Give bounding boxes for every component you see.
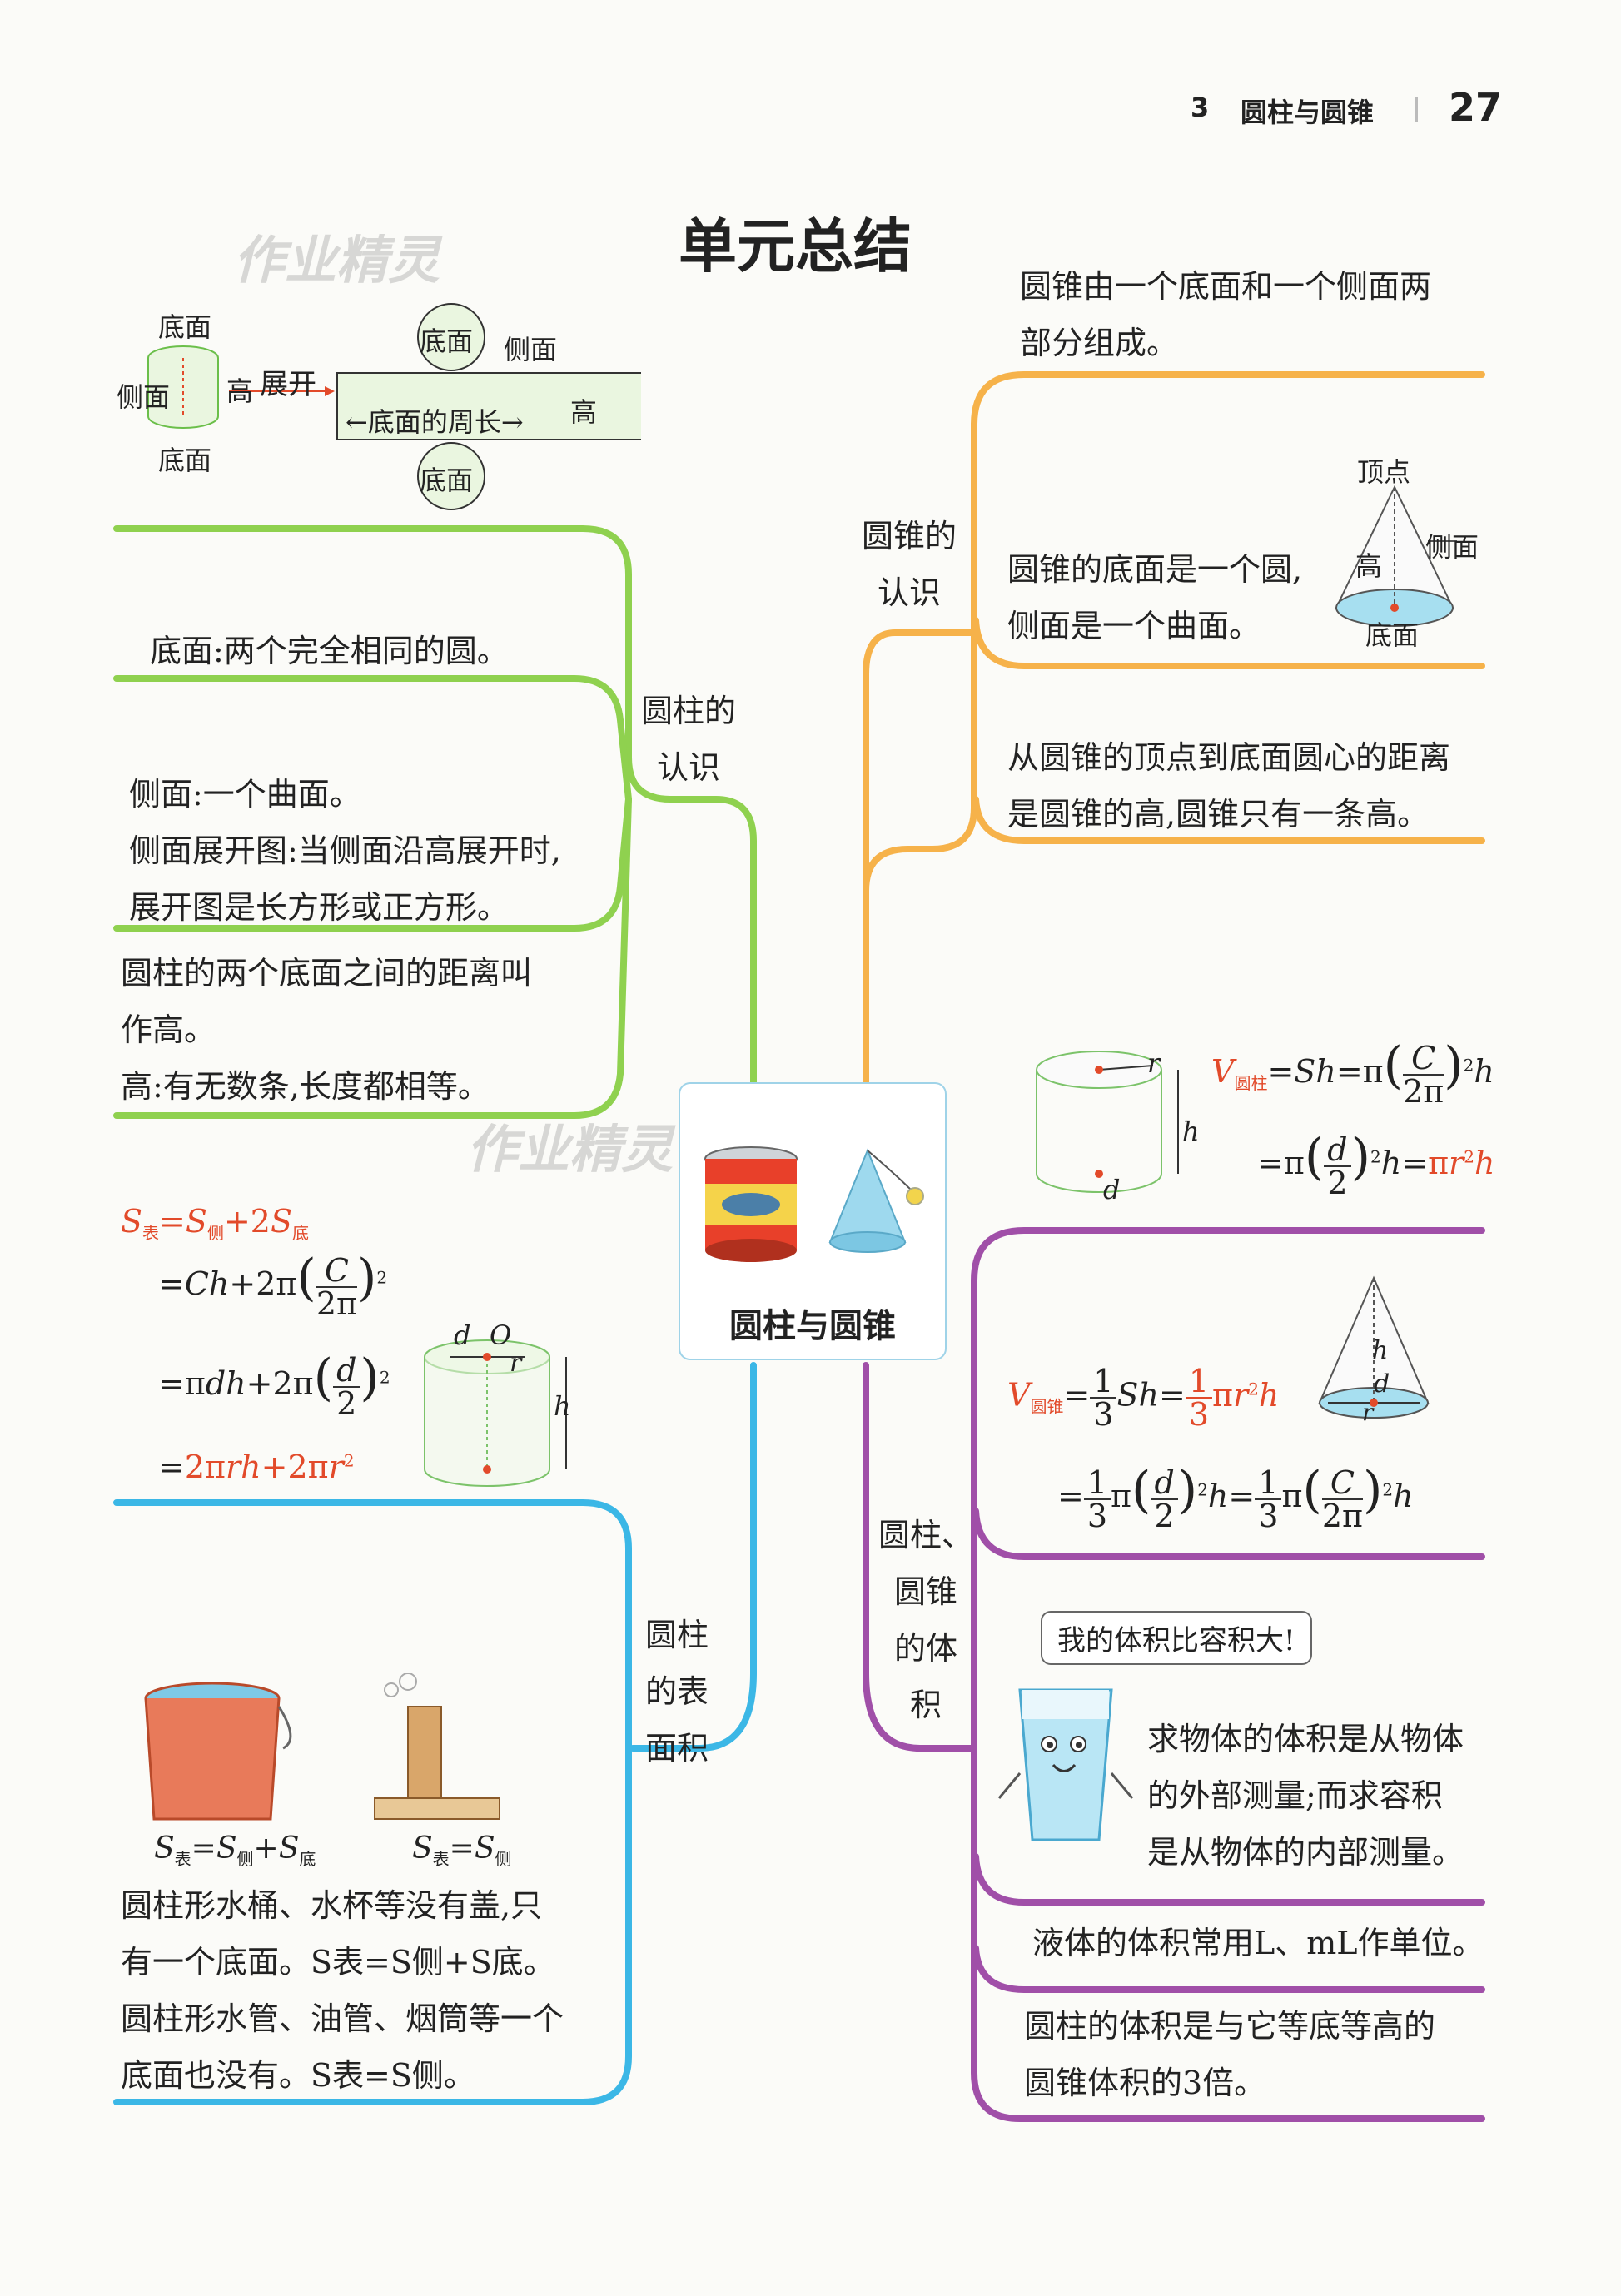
net-height-label: 高 <box>226 375 254 407</box>
cone-composition-text: 圆锥由一个底面和一个侧面两 <box>1020 268 1432 305</box>
header-divider <box>1415 97 1418 122</box>
liquid-unit-text: 液体的体积常用L、mL作单位。 <box>1032 1925 1484 1961</box>
cyl-side-text: 侧面:一个曲面。 <box>129 776 361 813</box>
cone-base-text: 侧面是一个曲面。 <box>1007 608 1261 644</box>
branch-label-cone-know: 圆锥的 认识 <box>862 508 957 621</box>
cylinder-surface-diagram <box>424 1339 567 1487</box>
branch-label-line: 圆柱、 <box>878 1517 974 1553</box>
surface-area-formula-4: =2πrh+2πr2 <box>158 1449 355 1485</box>
cone-height-label: 高 <box>1355 550 1383 582</box>
cyl-d-label: d <box>1103 1174 1121 1205</box>
cone-volume-diagram <box>1318 1275 1430 1419</box>
branch-label-line: 圆柱的 <box>641 693 737 729</box>
cone-vertex-label: 顶点 <box>1357 456 1411 488</box>
volume-relation-text: 圆锥体积的3倍。 <box>1024 2065 1266 2101</box>
cone-composition-text: 部分组成。 <box>1020 325 1179 361</box>
volume-relation-text: 圆柱的体积是与它等底等高的 <box>1024 2008 1436 2045</box>
bucket-formula: S表=S侧+S底 <box>154 1831 316 1869</box>
net-bottom-label: 底面 <box>158 445 212 476</box>
measure-text: 求物体的体积是从物体 <box>1147 1721 1464 1757</box>
glass-character <box>997 1688 1134 1841</box>
measure-text: 的外部测量;而求容积 <box>1147 1777 1443 1814</box>
branch-label-cyl-area: 圆柱 的表 面积 <box>645 1607 709 1777</box>
cylinder-net-diagram <box>147 303 641 510</box>
chapter-number: 3 <box>1191 92 1210 123</box>
branch-label-line: 圆锥的 <box>862 518 957 554</box>
surface-r-label: r <box>510 1349 522 1378</box>
branch-label-line: 的体 <box>894 1630 958 1667</box>
speech-bubble: 我的体积比容积大! <box>1041 1611 1312 1665</box>
page-number: 27 <box>1449 85 1503 130</box>
cyl-side-net-text: 展开图是长方形或正方形。 <box>129 889 510 926</box>
branch-label-line: 圆锥 <box>894 1573 958 1610</box>
cone-d-label: d <box>1374 1369 1390 1399</box>
surface-h-label: h <box>554 1390 571 1422</box>
cone-height-text: 从圆锥的顶点到底面圆心的距离 <box>1007 739 1451 776</box>
cone-height-text: 是圆锥的高,圆锥只有一条高。 <box>1007 796 1430 832</box>
cyl-base-text: 底面:两个完全相同的圆。 <box>150 633 509 669</box>
cyl-area-note: 有一个底面。S表=S侧+S底。 <box>121 1944 555 1980</box>
cyl-area-note: 底面也没有。S表=S侧。 <box>121 2057 475 2094</box>
cyl-height-text: 高:有无数条,长度都相等。 <box>121 1068 490 1105</box>
branch-label-cyl-know: 圆柱的 认识 <box>641 683 736 796</box>
bucket-and-chimney-illustration <box>144 1673 500 1821</box>
cone-side-label: 侧面 <box>1425 531 1479 563</box>
branch-label-line: 积 <box>910 1687 942 1723</box>
branch-label-line: 面积 <box>645 1730 709 1767</box>
cone-h-label: h <box>1372 1336 1389 1365</box>
net-unfold-label: 展开 <box>260 368 316 401</box>
cyl-area-note: 圆柱形水管、油管、烟筒等一个 <box>121 2000 564 2037</box>
net-perimeter: ←底面的周长→ <box>346 406 524 438</box>
net-circle-top: 底面 <box>420 326 474 357</box>
net-side-text: 侧面 <box>504 334 558 365</box>
branch-label-line: 圆柱 <box>645 1617 709 1653</box>
cyl-area-note: 圆柱形水桶、水杯等没有盖,只 <box>121 1887 543 1924</box>
net-circle-bottom: 底面 <box>420 465 474 496</box>
cyl-r-label: r <box>1147 1047 1161 1079</box>
cyl-height-text: 圆柱的两个底面之间的距离叫 <box>121 955 533 991</box>
center-node: 圆柱与圆锥 <box>679 1082 947 1360</box>
surface-o-label: O <box>490 1319 512 1351</box>
branch-label-line: 认识 <box>657 749 721 786</box>
chapter-title: 圆柱与圆锥 <box>1241 97 1375 128</box>
measure-text: 是从物体的内部测量。 <box>1147 1834 1464 1871</box>
cyl-side-net-text: 侧面展开图:当侧面沿高展开时, <box>129 832 561 869</box>
surface-d-label: d <box>454 1319 471 1351</box>
net-top-label: 底面 <box>158 311 212 343</box>
cone-base-label: 底面 <box>1365 619 1420 651</box>
branch-label-line: 认识 <box>878 574 942 611</box>
cone-base-text: 圆锥的底面是一个圆, <box>1007 551 1303 588</box>
center-label: 圆柱与圆锥 <box>729 1307 896 1345</box>
watermark: 作业精灵 <box>233 230 440 291</box>
page-title: 单元总结 <box>679 212 912 281</box>
cyl-h-label: h <box>1182 1116 1200 1147</box>
surface-area-formula: S表=S侧+2S底 <box>121 1203 310 1243</box>
can-and-cone-illustration <box>704 1146 924 1262</box>
cylinder-volume-diagram <box>1036 1051 1179 1193</box>
cone-diagram <box>1335 485 1457 627</box>
net-height-right: 高 <box>570 396 598 428</box>
cone-r-label: r <box>1362 1399 1374 1426</box>
chimney-formula: S表=S侧 <box>412 1831 512 1869</box>
branch-label-volume: 圆柱、 圆锥 的体 积 <box>878 1507 973 1733</box>
branch-label-line: 的表 <box>645 1673 709 1710</box>
cyl-height-text: 作高。 <box>121 1011 216 1048</box>
net-side-label: 侧面 <box>117 381 171 413</box>
watermark: 作业精灵 <box>466 1119 674 1180</box>
